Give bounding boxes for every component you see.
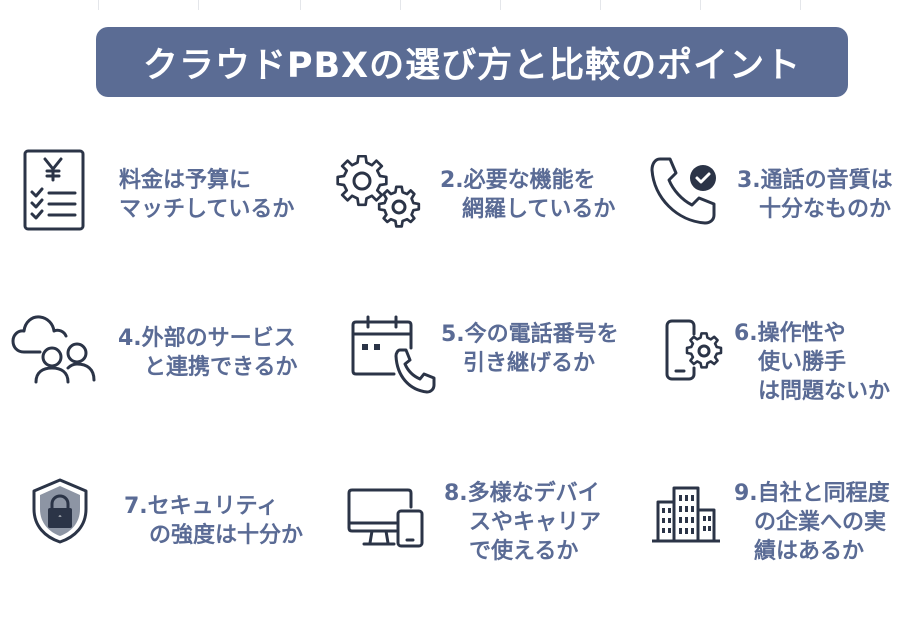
point-5-label: 5.今の電話番号を引き継げるか xyxy=(441,322,619,376)
smartphone-gear-icon xyxy=(664,318,724,382)
shield-lock-icon xyxy=(30,477,90,545)
devices-icon xyxy=(346,487,426,549)
point-6-label: 6.操作性や使い勝手は問題ないか xyxy=(734,321,891,404)
top-divider xyxy=(0,0,918,12)
point-4-label: 4.外部のサービスと連携できるか xyxy=(118,326,298,380)
cloud-users-icon xyxy=(10,312,100,384)
phone-check-icon xyxy=(648,155,722,227)
page-title: クラウドPBXの選び方と比較のポイント xyxy=(96,27,848,97)
gears-icon xyxy=(336,155,424,231)
building-icon xyxy=(650,480,722,544)
price-list-icon xyxy=(22,148,88,234)
point-9-label: 9.自社と同程度の企業への実績はあるか xyxy=(734,481,890,564)
point-1-label: 料金は予算にマッチしているか xyxy=(119,168,295,222)
point-7-label: 7.セキュリティの強度は十分か xyxy=(124,494,304,548)
point-8-label: 8.多様なデバイスやキャリアで使えるか xyxy=(444,481,602,564)
point-3-label: 3.通話の音質は十分なものか xyxy=(737,168,893,222)
calendar-phone-icon xyxy=(350,314,438,398)
point-2-label: 2.必要な機能を網羅しているか xyxy=(440,168,616,222)
